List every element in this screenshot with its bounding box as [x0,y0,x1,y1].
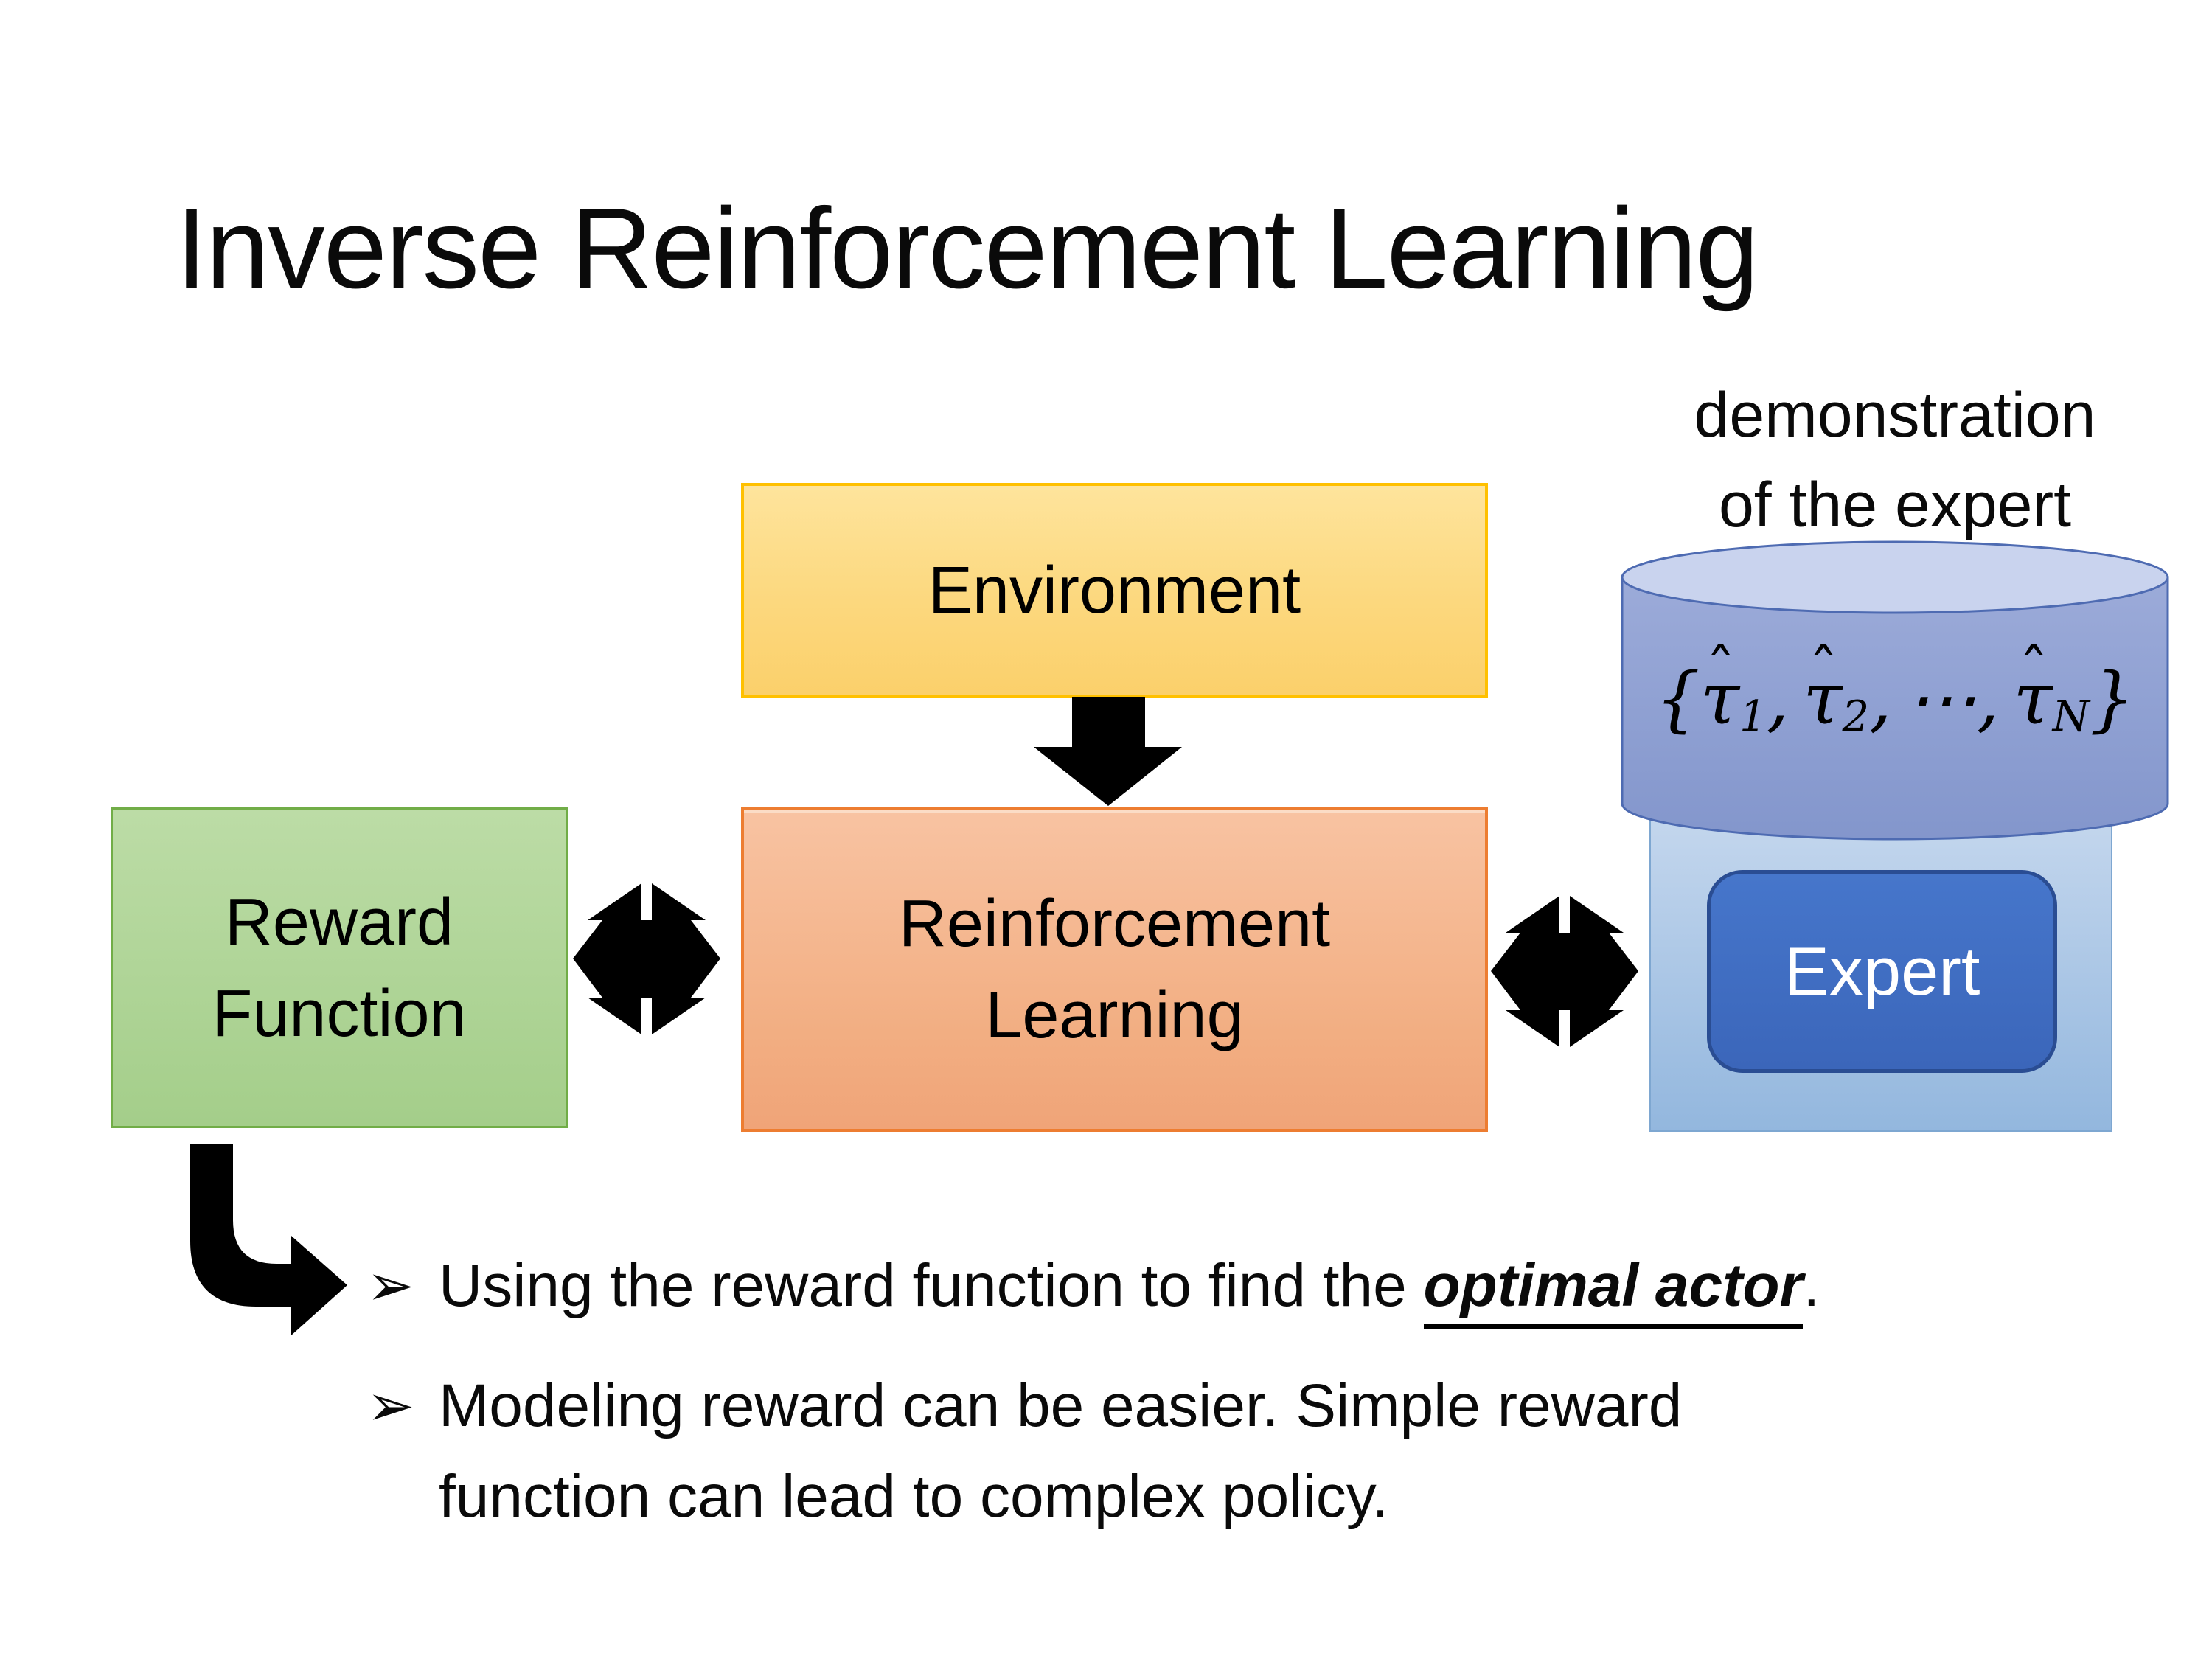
expert-box: Expert [1707,870,2057,1073]
bullet-2-text: Modeling reward can be easier. Simple re… [439,1372,1683,1530]
database-cylinder-icon [1621,540,2169,841]
bent-arrow-icon [190,1144,347,1335]
subscript-2: 2 [1842,692,1870,742]
reward-function-box: Reward Function [111,807,568,1128]
demonstration-label: demonstration of the expert [1615,370,2175,550]
math-dots: ⋯ [1905,658,1977,740]
reinforcement-learning-box: Reinforcement Learning [741,807,1488,1132]
down-arrow-icon [1034,697,1182,806]
bullet-list: ➢ Using the reward function to find the … [366,1240,2033,1542]
double-arrow-right-icon [1491,896,1638,1047]
reward-function-label-line1: Reward [224,885,454,959]
reinforcement-learning-label-line1: Reinforcement [898,887,1331,961]
expert-label: Expert [1784,933,1980,1009]
bullet-item-1: ➢ Using the reward function to find the … [366,1240,2033,1331]
bullet-marker-icon: ➢ [366,1253,415,1318]
optimal-actor-emphasis: optimal actor [1423,1252,1804,1329]
bullet-marker-icon: ➢ [366,1373,415,1438]
demonstration-label-line2: of the expert [1718,470,2072,540]
environment-box: Environment [741,483,1488,698]
demonstration-label-line1: demonstration [1694,380,2096,451]
math-close-brace: } [2090,658,2135,740]
double-arrow-left-icon [573,883,720,1034]
bullet-item-2: ➢ Modeling reward can be easier. Simple … [366,1360,2033,1542]
reinforcement-learning-label-line2: Learning [985,978,1244,1052]
bullet-1-text: Using the reward function to find the op… [439,1240,2033,1331]
environment-label: Environment [928,554,1301,627]
math-open-brace: { [1655,658,1700,740]
reward-function-label: Reward Function [212,877,466,1060]
reinforcement-learning-label: Reinforcement Learning [899,878,1330,1061]
page-title: Inverse Reinforcement Learning [175,184,1759,312]
subscript-1: 1 [1739,692,1767,742]
reward-function-label-line2: Function [212,976,467,1051]
subscript-N: N [2052,692,2090,742]
